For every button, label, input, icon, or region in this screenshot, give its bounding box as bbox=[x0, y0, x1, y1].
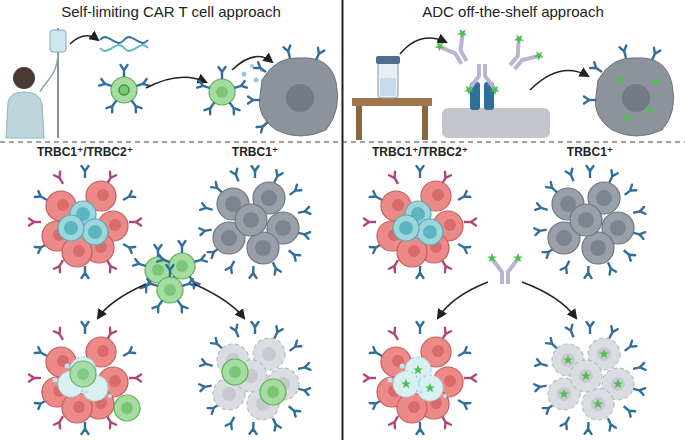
cell-label: TRBC1⁺ bbox=[565, 146, 615, 160]
adc-selectivity bbox=[364, 166, 646, 434]
cell-label: TRBC1⁺ bbox=[230, 146, 280, 160]
panel-title: Self-limiting CAR T cell approach bbox=[59, 3, 283, 20]
car-t-selectivity bbox=[29, 166, 311, 434]
panel-title: ADC off-the-shelf approach bbox=[420, 3, 606, 20]
car-t-workflow bbox=[6, 28, 338, 138]
adc-workflow bbox=[352, 27, 674, 140]
panel-divider bbox=[342, 0, 344, 440]
row-divider bbox=[0, 141, 685, 142]
cell-label: TRBC1⁺/TRBC2⁺ bbox=[370, 146, 470, 160]
cell-label: TRBC1⁺/TRBC2⁺ bbox=[35, 146, 135, 160]
